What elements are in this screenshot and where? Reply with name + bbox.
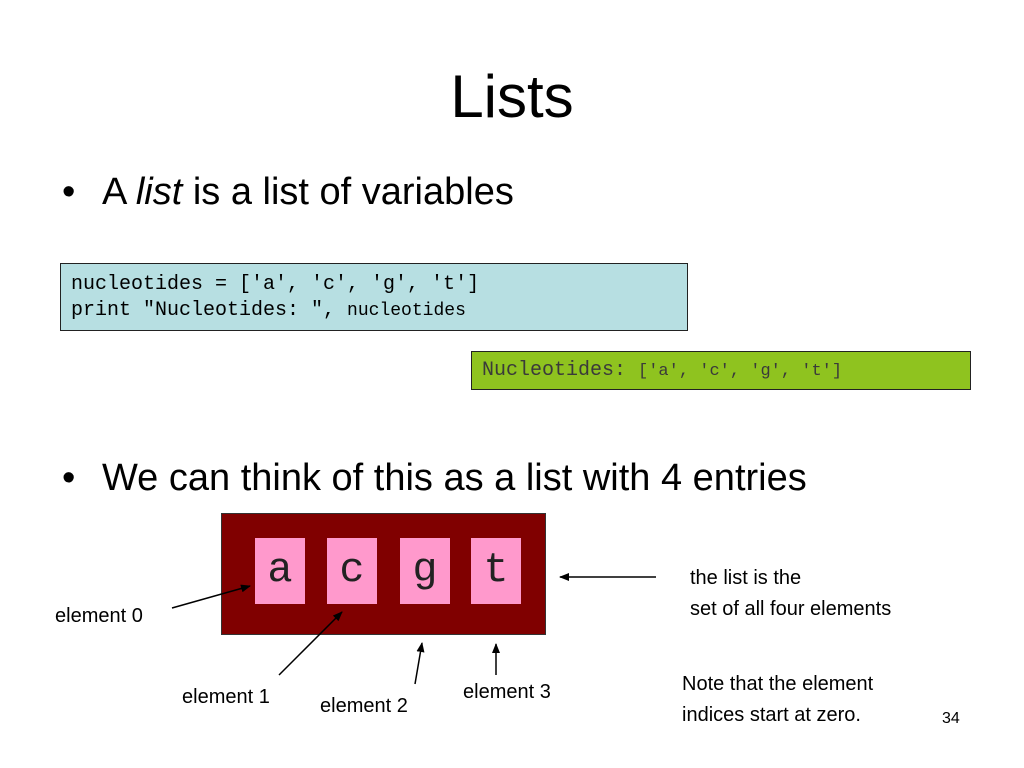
note-line-2: indices start at zero. [682, 704, 861, 726]
bullet-2-text: We can think of this as a list with 4 en… [102, 457, 807, 499]
list-diagram: a c g t [221, 513, 546, 635]
list-note-line-2: set of all four elements [690, 598, 892, 620]
list-cell-3: t [471, 538, 521, 604]
bullet-1-pre: A [102, 171, 136, 213]
output-main: Nucleotides: [482, 359, 639, 382]
code-line-2: print "Nucleotides: ", [71, 299, 348, 322]
slide-title: Lists [450, 63, 574, 130]
arrow-element-1 [278, 611, 343, 676]
code-line-2-tail: nucleotides [347, 301, 466, 321]
arrow-element-0 [171, 584, 251, 609]
list-note-line-1: the list is the [690, 567, 802, 589]
label-element-1: element 1 [182, 686, 270, 708]
output-tail: ['a', 'c', 'g', 't'] [638, 362, 843, 381]
arrow-element-2 [414, 642, 425, 685]
bullet-1-post: is a list of variables [182, 171, 514, 213]
bullet-1: • A list is a list of variables [62, 170, 514, 214]
bullet-marker: • [62, 171, 76, 213]
page-number: 34 [942, 710, 960, 727]
note-line-1: Note that the element [682, 673, 874, 695]
list-cell-2: g [400, 538, 450, 604]
label-element-3: element 3 [463, 681, 551, 703]
list-cell-0: a [255, 538, 305, 604]
output-block: Nucleotides: ['a', 'c', 'g', 't'] [471, 351, 971, 390]
label-element-0: element 0 [55, 605, 143, 627]
code-line-1: nucleotides = ['a', 'c', 'g', 't'] [71, 273, 480, 296]
code-block: nucleotides = ['a', 'c', 'g', 't'] print… [60, 263, 688, 331]
label-element-2: element 2 [320, 695, 408, 717]
bullet-2: • We can think of this as a list with 4 e… [62, 456, 807, 500]
list-cell-1: c [327, 538, 377, 604]
bullet-marker: • [62, 457, 76, 499]
bullet-1-em: list [135, 171, 183, 213]
